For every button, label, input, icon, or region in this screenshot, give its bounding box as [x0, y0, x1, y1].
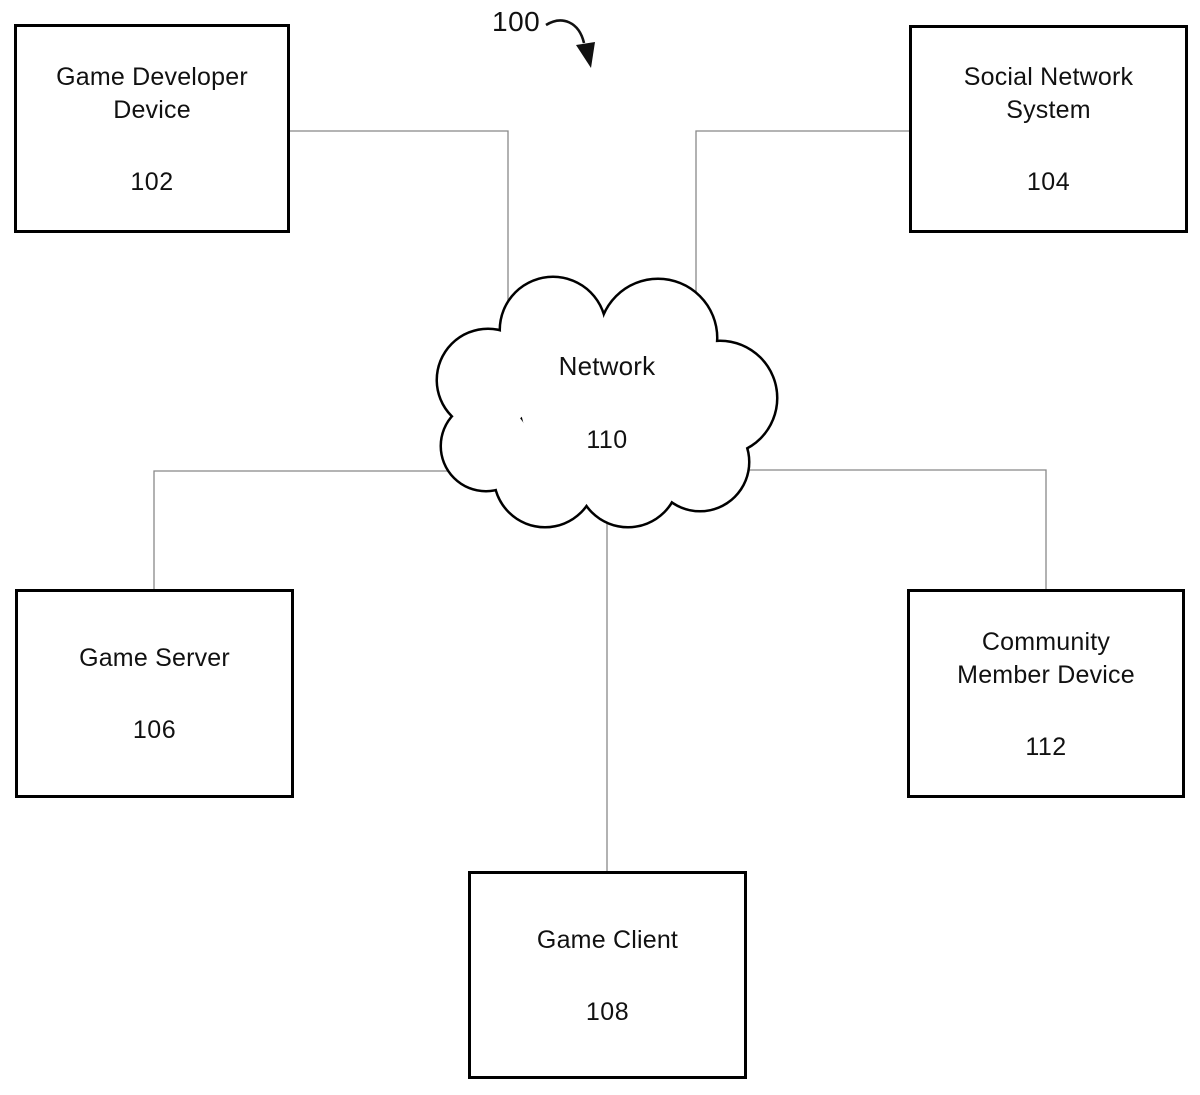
node-label: Game Server [79, 644, 230, 672]
node-label: Game Developer Device [56, 62, 248, 124]
node-ref: 110 [586, 425, 628, 454]
connector-network-to-game-server [153, 470, 530, 589]
node-ref: 104 [1026, 168, 1071, 196]
network-cloud [435, 275, 779, 529]
node-label: Network [558, 351, 656, 382]
node-box-game-client: Game Client 108 [468, 871, 747, 1079]
node-box-social-network-system: Social Network System 104 [909, 25, 1188, 233]
node-ref: 108 [585, 997, 630, 1026]
node-ref: 102 [130, 167, 174, 196]
node-ref: 112 [1025, 732, 1067, 761]
connector-lines [153, 130, 1047, 871]
node-label: Community Member Device [957, 627, 1135, 689]
node-network-cloud-text: Network 110 [437, 277, 777, 527]
connector-game-developer-to-network [290, 130, 509, 345]
node-box-game-server: Game Server 106 [15, 589, 294, 798]
connector-network-to-community-member [690, 469, 1047, 589]
cloud-interior [438, 278, 776, 526]
node-label: Social Network System [963, 63, 1134, 124]
node-label: Game Client [536, 925, 679, 954]
reference-arrow-icon [545, 19, 595, 68]
node-ref: 106 [132, 716, 177, 744]
node-box-game-developer-device: Game Developer Device 102 [14, 24, 290, 233]
connector-social-network-to-network [695, 130, 909, 345]
figure-reference-label: 100 [492, 6, 541, 37]
node-box-community-member-device: Community Member Device 112 [907, 589, 1185, 798]
